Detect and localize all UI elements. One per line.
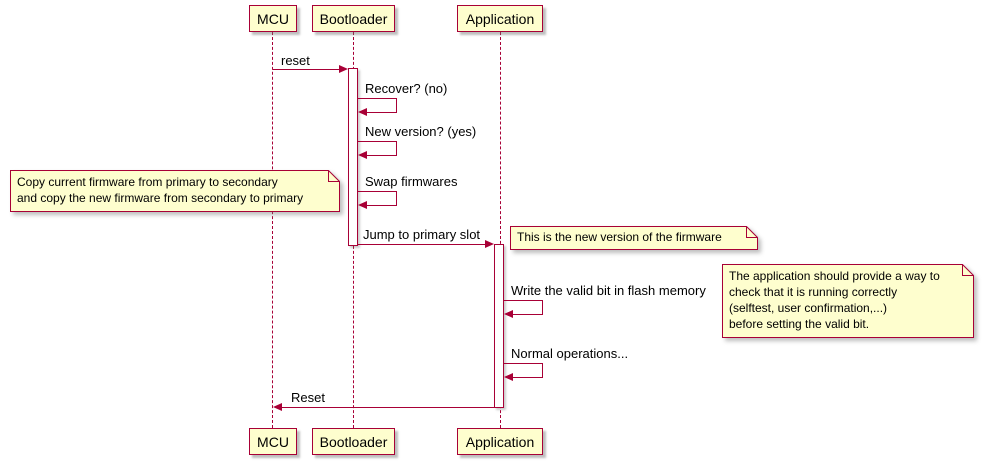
message-label: reset — [281, 53, 310, 68]
message-line — [513, 314, 543, 315]
message-label: Normal operations... — [511, 346, 629, 361]
participant-mcu-top: MCU — [249, 5, 297, 32]
note-shape — [510, 226, 758, 250]
activation-bootloader — [348, 68, 358, 246]
participant-label: MCU — [257, 10, 289, 27]
message-line — [396, 141, 397, 155]
message-label: Swap firmwares — [365, 174, 458, 189]
message-line — [358, 191, 396, 192]
message-line — [542, 363, 543, 377]
participant-bootloader-bottom: Bootloader — [312, 428, 395, 455]
message-line — [504, 300, 542, 301]
participant-label: Application — [465, 10, 535, 27]
activation-application — [494, 244, 504, 408]
note-copy-firmware: Copy current firmware from primary to se… — [10, 170, 340, 212]
participant-label: Bootloader — [319, 10, 388, 27]
message-line — [367, 112, 397, 113]
message-line — [513, 377, 543, 378]
arrowhead — [339, 65, 348, 73]
note-new-version-firmware: This is the new version of the firmware — [510, 226, 758, 250]
participant-mcu-bottom: MCU — [249, 428, 297, 455]
lifeline-application — [500, 32, 501, 428]
message-line — [367, 155, 397, 156]
message-line — [396, 191, 397, 205]
arrowhead — [485, 240, 494, 248]
message-label: Write the valid bit in flash memory — [511, 283, 706, 298]
note-shape — [10, 170, 340, 212]
message-label: Jump to primary slot — [363, 227, 481, 242]
arrowhead — [273, 403, 282, 411]
message-line — [367, 205, 397, 206]
message-line — [358, 98, 396, 99]
arrowhead — [504, 310, 513, 318]
message-line — [358, 244, 485, 245]
message-line — [504, 363, 542, 364]
arrowhead — [504, 373, 513, 381]
note-valid-bit: The application should provide a way to … — [722, 264, 974, 338]
participant-label: Bootloader — [319, 433, 388, 450]
lifeline-mcu — [272, 32, 273, 428]
participant-label: Application — [465, 433, 535, 450]
arrowhead — [358, 201, 367, 209]
message-line — [358, 141, 396, 142]
message-label: Reset — [291, 390, 325, 405]
note-text: This is the new version of the firmware — [517, 230, 722, 244]
message-line — [282, 407, 494, 408]
participant-label: MCU — [257, 433, 289, 450]
message-line — [542, 300, 543, 314]
arrowhead — [358, 108, 367, 116]
participant-application-top: Application — [457, 5, 543, 32]
message-label: New version? (yes) — [365, 124, 477, 139]
note-shape — [722, 264, 974, 338]
participant-application-bottom: Application — [457, 428, 543, 455]
participant-bootloader-top: Bootloader — [312, 5, 395, 32]
message-line — [273, 69, 339, 70]
note-text: Copy current firmware from primary to se… — [17, 175, 304, 205]
message-label: Recover? (no) — [365, 81, 448, 96]
message-line — [396, 98, 397, 112]
note-text: The application should provide a way to … — [729, 269, 940, 331]
arrowhead — [358, 151, 367, 159]
